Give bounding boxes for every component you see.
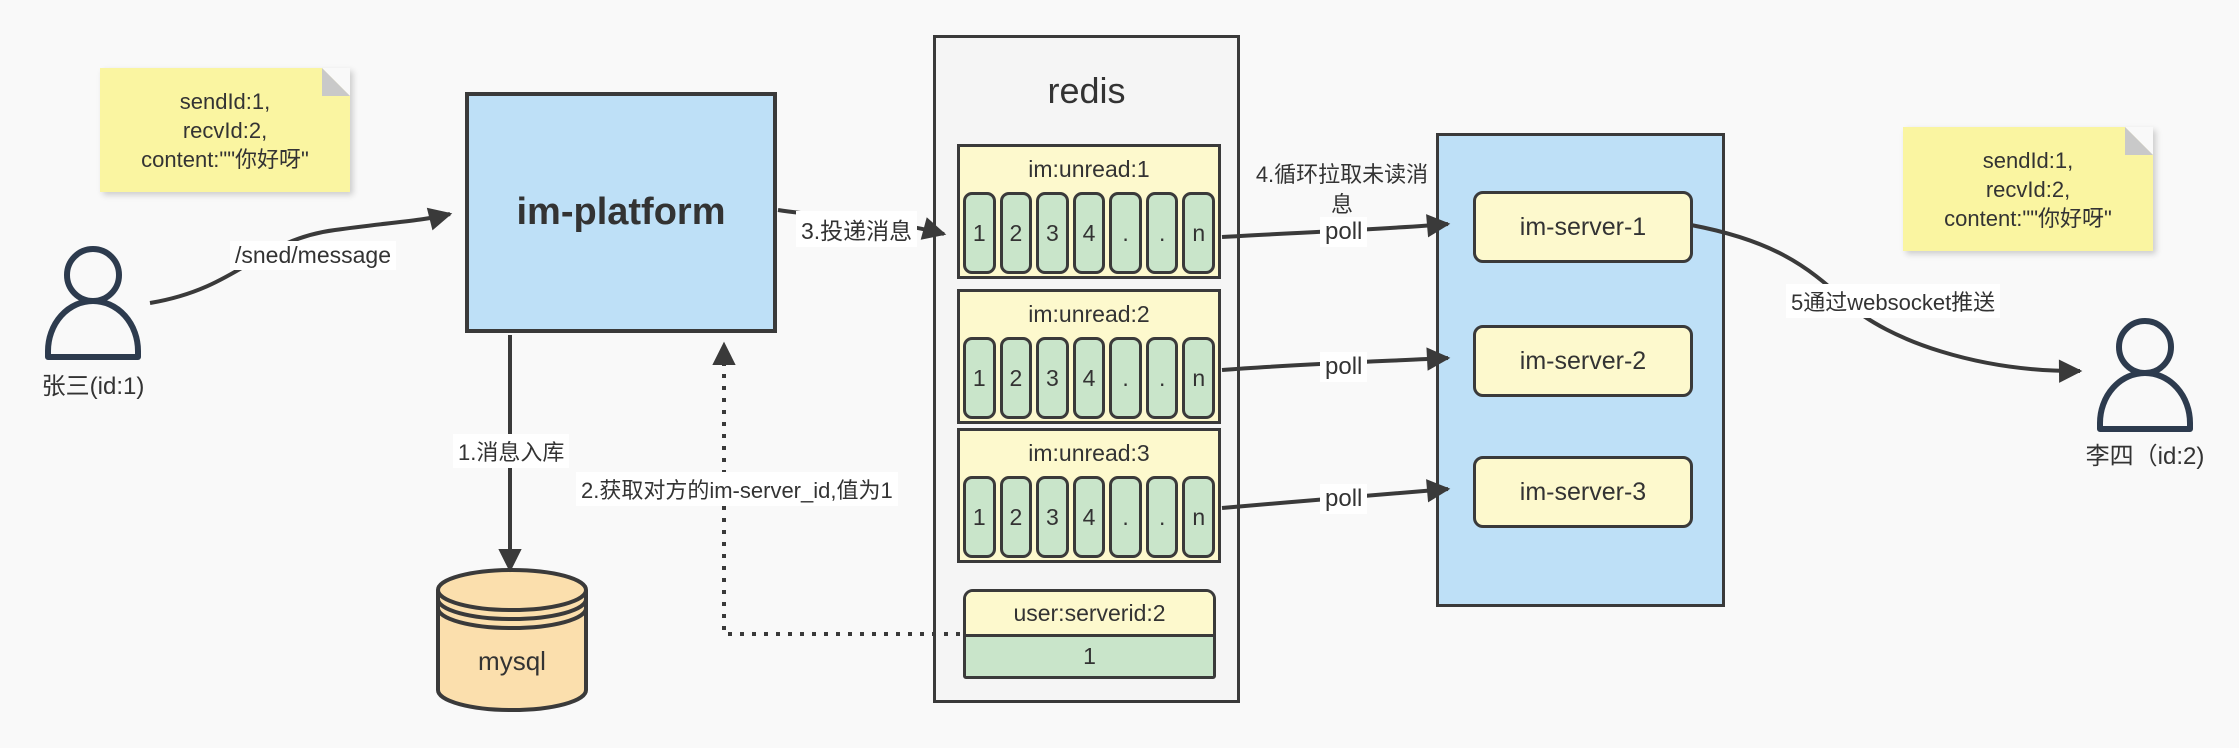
queue-cell: 4 [1072, 192, 1106, 274]
mysql-label: mysql [478, 646, 546, 676]
queue-cells: 1 2 3 4 . . n [960, 192, 1218, 274]
queue-cell: . [1109, 337, 1142, 419]
im-server-1-label: im-server-1 [1519, 212, 1647, 241]
queue-cells: 1 2 3 4 . . n [960, 337, 1218, 419]
im-platform-label: im-platform [516, 191, 726, 233]
redis-title: redis [1047, 70, 1126, 111]
edge-label-store-db: 1.消息入库 [453, 434, 570, 468]
queue-cell: n [1182, 337, 1216, 419]
sticky-note-message-right: sendId:1, recvId:2, content:""你好呀" [1903, 127, 2153, 251]
edge-label-poll-1: poll [1320, 217, 1368, 247]
queue-title: im:unread:1 [1028, 156, 1150, 182]
queue-cell: . [1109, 476, 1142, 558]
im-server-2-box: im-server-2 [1473, 325, 1693, 397]
note-line: recvId:2, [1985, 176, 2071, 202]
queue-im-unread-1: im:unread:1 1 2 3 4 . . n [957, 144, 1221, 279]
sender-label: 张三(id:1) [41, 373, 145, 400]
edge-label-websocket-push: 5通过websocket推送 [1786, 284, 2001, 318]
queue-cell: n [1182, 476, 1216, 558]
queue-cell: 1 [963, 192, 996, 274]
redis-container: redis im:unread:1 1 2 3 4 . . n im:unrea… [933, 35, 1240, 703]
im-server-cluster-box: im-server-1 im-server-2 im-server-3 [1436, 133, 1725, 607]
im-server-3-label: im-server-3 [1519, 477, 1647, 506]
user-icon-sender [45, 246, 141, 360]
queue-cell: n [1182, 192, 1216, 274]
note-fold-icon [2125, 127, 2153, 155]
edge-label-poll-2: poll [1320, 352, 1368, 382]
queue-cell: 3 [1036, 476, 1069, 558]
edge-label-deliver: 3.投递消息 [796, 211, 918, 247]
queue-cell: 4 [1072, 476, 1106, 558]
queue-cell: 3 [1036, 192, 1069, 274]
im-server-1-box: im-server-1 [1473, 191, 1693, 263]
user-icon-receiver [2097, 318, 2193, 432]
user-serverid-value: 1 [966, 637, 1213, 676]
im-server-2-label: im-server-2 [1519, 346, 1647, 375]
edge-label-poll-3: poll [1320, 484, 1368, 514]
queue-title: im:unread:3 [1028, 440, 1150, 466]
queue-cells: 1 2 3 4 . . n [960, 476, 1218, 558]
note-line: content:""你好呀" [1944, 205, 2112, 231]
queue-im-unread-3: im:unread:3 1 2 3 4 . . n [957, 428, 1221, 563]
note-line: recvId:2, [182, 117, 268, 143]
note-fold-icon [322, 68, 350, 96]
queue-cell: 4 [1072, 337, 1106, 419]
user-serverid-key: user:serverid:2 [966, 592, 1213, 637]
note-line: sendId:1, [179, 88, 271, 114]
queue-cell: 2 [999, 337, 1033, 419]
queue-cell: 3 [1036, 337, 1069, 419]
queue-title: im:unread:2 [1028, 301, 1150, 327]
queue-cell: 2 [999, 476, 1033, 558]
queue-cell: 1 [963, 476, 996, 558]
queue-cell: . [1145, 192, 1179, 274]
arrow-send-message [149, 207, 453, 305]
queue-im-unread-2: im:unread:2 1 2 3 4 . . n [957, 289, 1221, 424]
note-line: sendId:1, [1982, 147, 2074, 173]
user-serverid-box: user:serverid:2 1 [963, 589, 1216, 679]
edge-label-send-message: /sned/message [230, 241, 396, 270]
note-line: content:""你好呀" [141, 146, 309, 172]
queue-cell: 1 [963, 337, 996, 419]
im-platform-box: im-platform [465, 92, 777, 333]
edge-label-lookup-serverid: 2.获取对方的im-server_id,值为1 [576, 472, 898, 506]
receiver-label: 李四（id:2) [2085, 443, 2205, 470]
sticky-note-message-left: sendId:1, recvId:2, content:""你好呀" [100, 68, 350, 192]
im-server-3-box: im-server-3 [1473, 456, 1693, 528]
queue-cell: 2 [999, 192, 1033, 274]
queue-cell: . [1145, 337, 1179, 419]
edge-label-pull-unread: 4.循环拉取未读消息 [1255, 162, 1429, 217]
queue-cell: . [1145, 476, 1179, 558]
mysql-database-icon [436, 568, 588, 712]
queue-cell: . [1109, 192, 1142, 274]
